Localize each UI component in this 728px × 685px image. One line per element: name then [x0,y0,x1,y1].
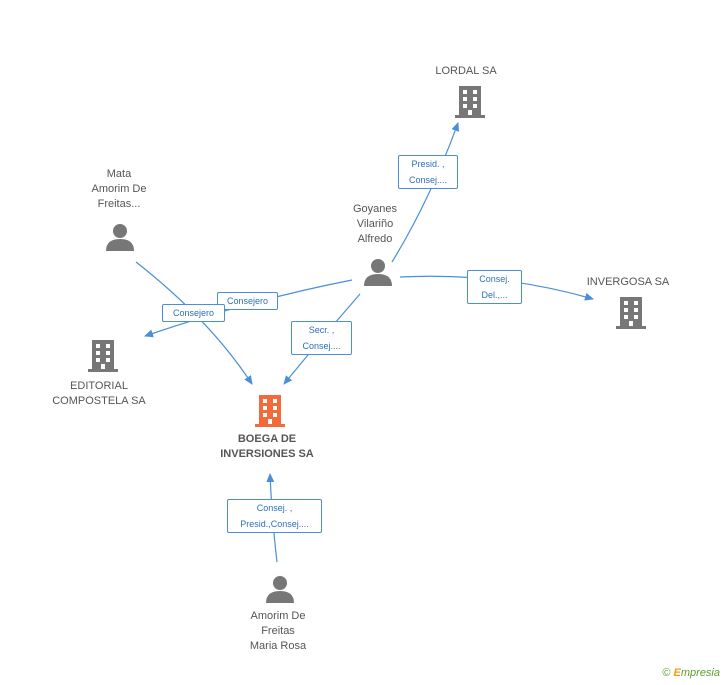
building-icon-editorial [88,340,118,372]
person-name-line: Freitas... [97,198,141,210]
role-line: Consej.... [408,175,448,185]
building-icon-invergosa [616,297,646,329]
role-line: Consej.... [302,341,341,351]
company-name-line: INVERSIONES SA [220,448,314,460]
company-label-boega[interactable]: BOEGA DE INVERSIONES SA [205,432,329,462]
brand-name: mpresia [680,667,720,679]
role-line: Consejero [226,296,269,306]
person-name-line: Maria Rosa [249,640,307,652]
person-name-line: Amorim De [91,183,147,195]
person-name-line: Freitas [261,625,295,637]
person-name-line: Alfredo [357,233,393,245]
person-icon-goyanes [364,259,392,286]
person-label-amorim[interactable]: Amorim De Freitas Maria Rosa [232,609,324,654]
company-name-line: COMPOSTELA SA [52,395,146,407]
building-icon-boega [255,395,285,427]
company-name-line: EDITORIAL [70,380,128,392]
edge-label-amorim-boega[interactable]: Consej. , Presid.,Consej.... [227,499,322,533]
person-label-mata[interactable]: Mata Amorim De Freitas... [74,167,164,212]
company-name: INVERGOSA SA [586,276,670,288]
brand-initial: E [673,667,681,679]
role-line: Secr. , [308,325,335,335]
company-name: LORDAL SA [435,65,497,77]
person-label-goyanes[interactable]: Goyanes Vilariño Alfredo [328,202,422,247]
role-line: Presid. , [411,159,445,169]
empresia-logo: © Empresia [662,667,720,679]
role-line: Presid.,Consej.... [240,519,309,529]
edge-mata-boega [135,261,253,385]
person-name-line: Vilariño [356,218,394,230]
edge-label-mata-editorial[interactable]: Consejero [162,304,225,322]
person-name-line: Mata [106,168,132,180]
company-name-line: BOEGA DE [237,433,297,445]
company-label-editorial[interactable]: EDITORIAL COMPOSTELA SA [44,379,154,409]
person-icon-mata [106,224,134,251]
building-icon-lordal [455,86,485,118]
copyright-symbol: © [662,667,671,679]
edge-label-goyanes-boega[interactable]: Secr. , Consej.... [291,321,352,355]
person-icon-amorim [266,576,294,603]
role-line: Consej. , [256,503,293,513]
company-label-lordal[interactable]: LORDAL SA [420,64,512,79]
role-line: Consej. [479,274,510,284]
company-label-invergosa[interactable]: INVERGOSA SA [578,275,678,290]
role-line: Consejero [172,308,215,318]
edge-goyanes-lordal [391,122,460,263]
person-name-line: Goyanes [352,203,398,215]
edge-label-goyanes-editorial[interactable]: Consejero [217,292,278,310]
edge-label-goyanes-invergosa[interactable]: Consej. Del.,... [467,270,522,304]
role-line: Del.,... [481,290,508,300]
person-name-line: Amorim De [250,610,306,622]
edge-label-goyanes-lordal[interactable]: Presid. , Consej.... [398,155,458,189]
